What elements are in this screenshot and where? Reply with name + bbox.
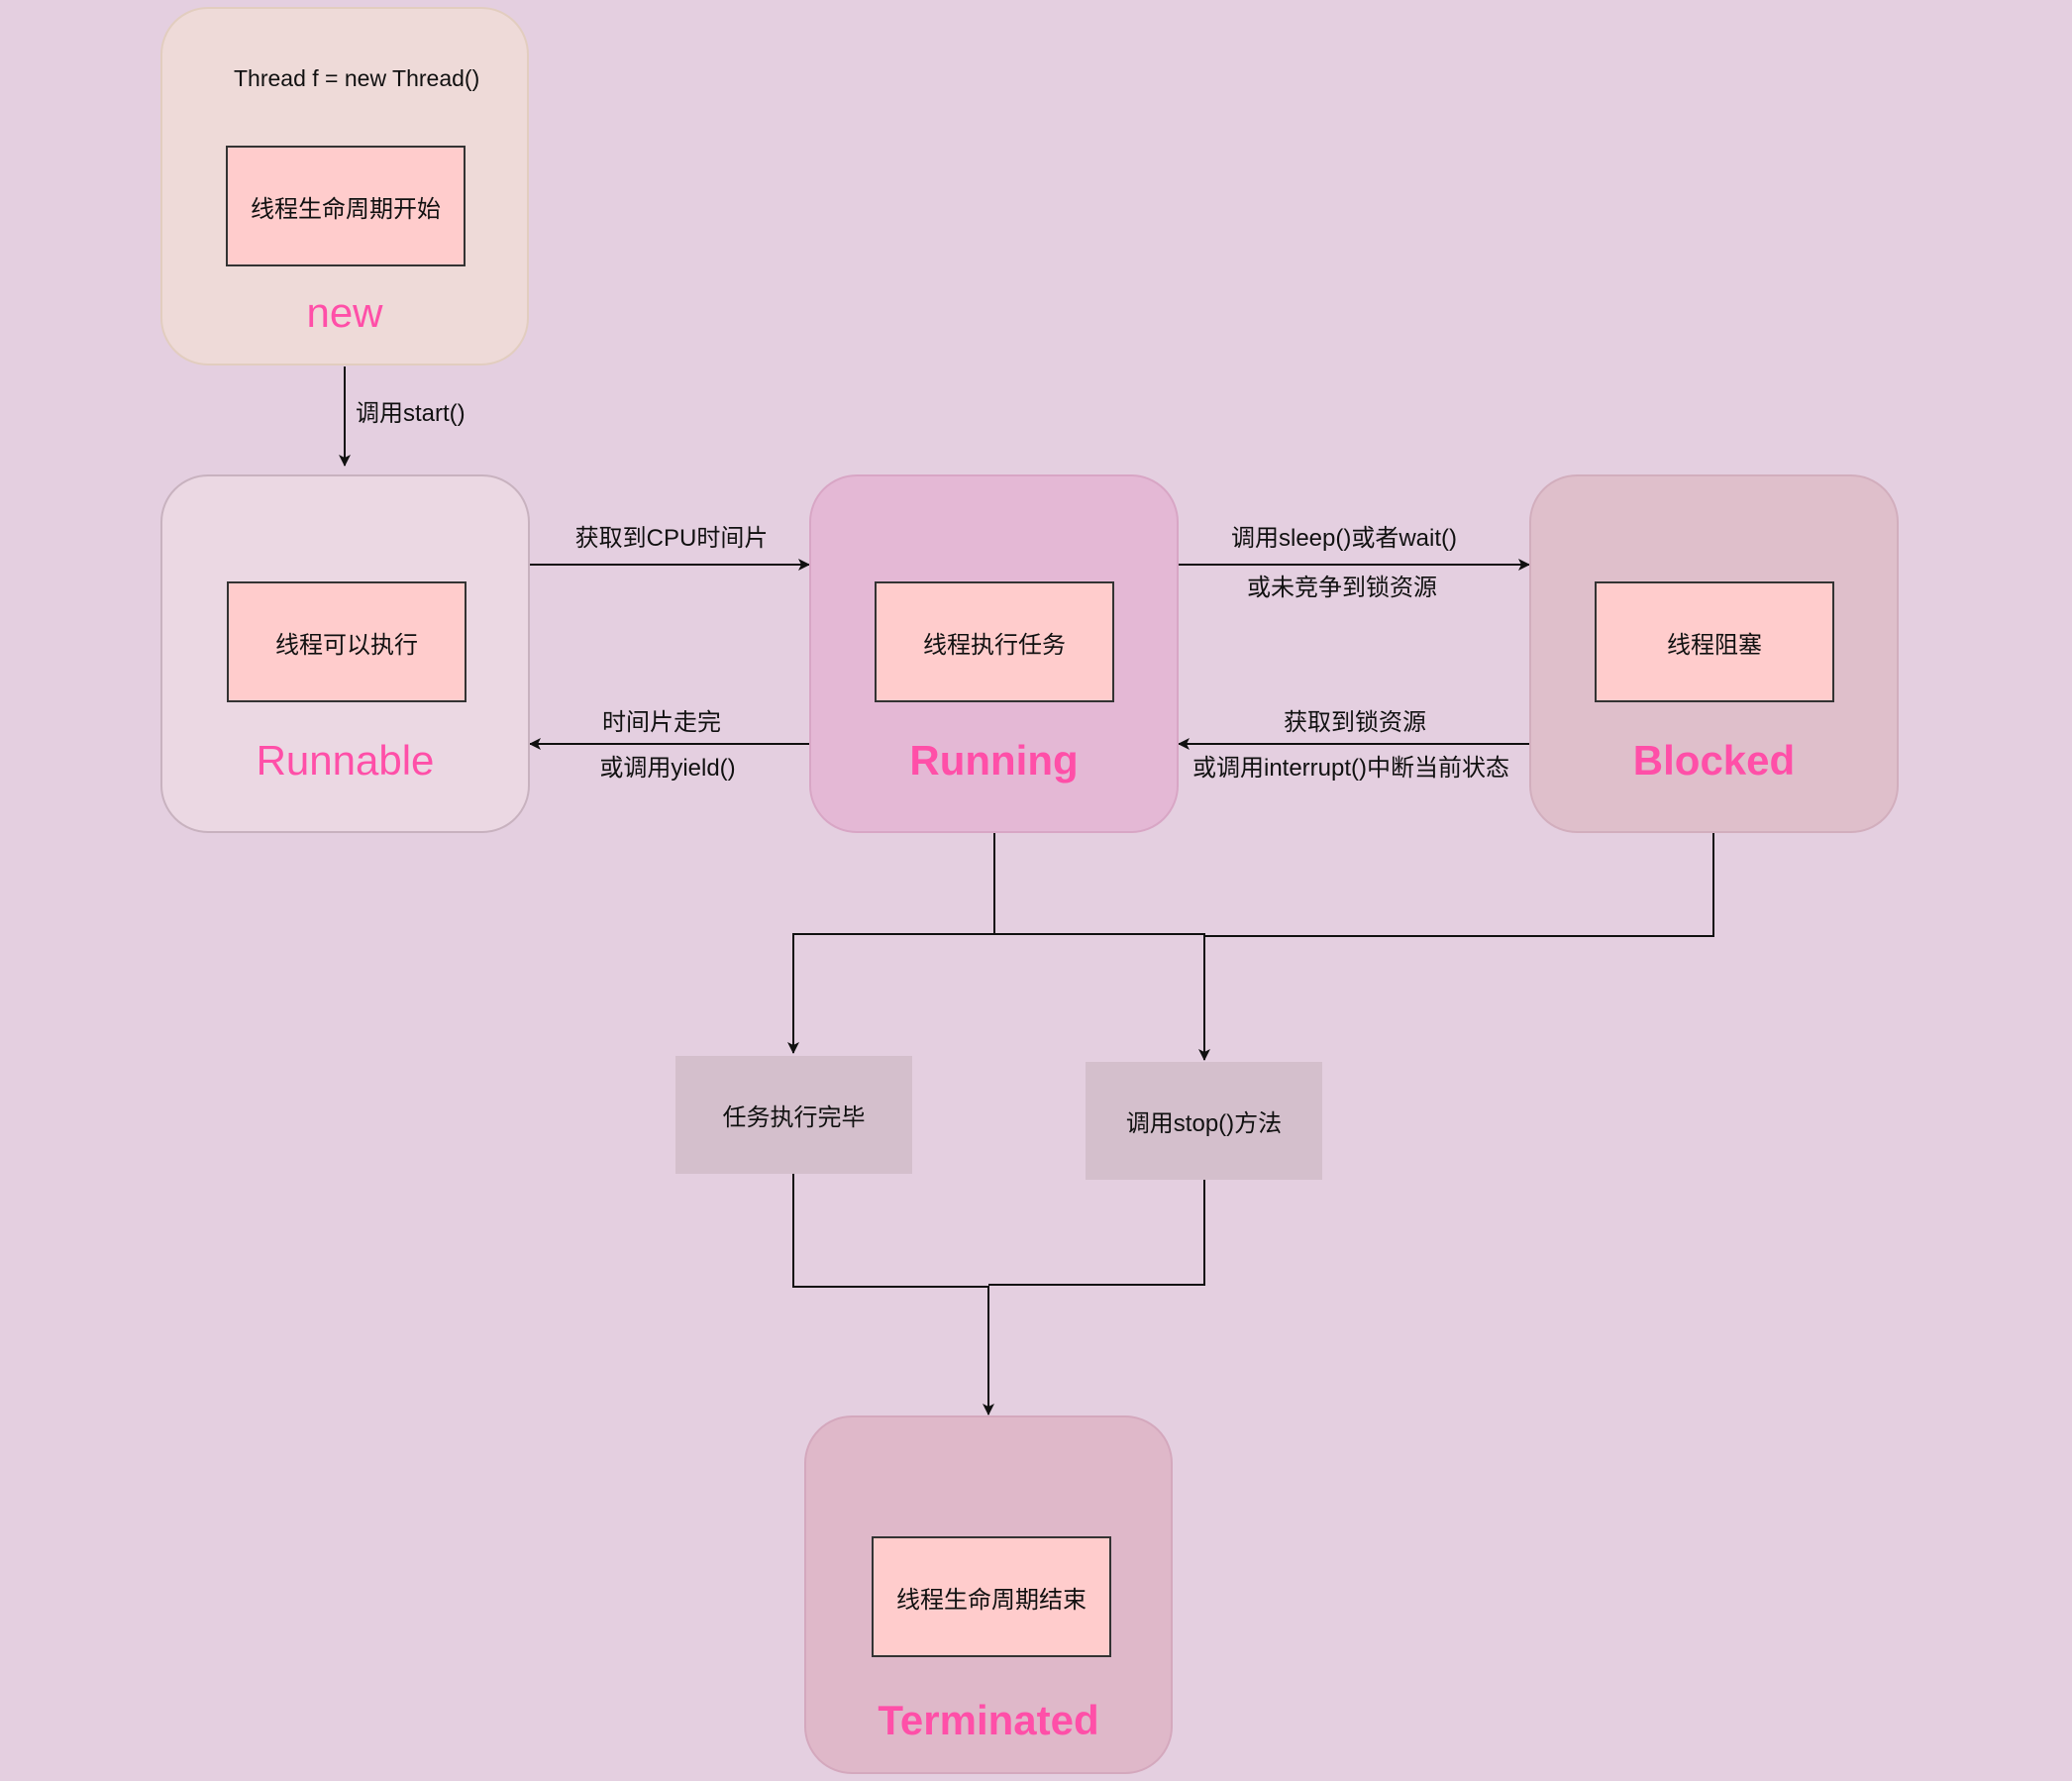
edge-task-complete-to-terminated [792, 1174, 994, 1415]
task-complete-label: 任务执行完毕 [722, 1104, 866, 1131]
terminated-state-name: Terminated [878, 1697, 1099, 1743]
state-runnable: 线程可以执行 Runnable [160, 474, 530, 833]
edge-running-to-stop [994, 933, 1210, 1061]
state-new: Thread f = new Thread() 线程生命周期开始 new [160, 7, 529, 366]
label-slice-end-line1: 时间片走完 [602, 709, 721, 736]
stop-called-box: 调用stop()方法 [1086, 1062, 1322, 1180]
new-thread-code: Thread f = new Thread() [234, 65, 480, 91]
state-terminated: 线程生命周期结束 Terminated [804, 1415, 1173, 1774]
new-state-name: new [306, 289, 383, 336]
running-description: 线程执行任务 [923, 631, 1066, 659]
state-blocked: 线程阻塞 Blocked [1529, 474, 1899, 833]
edge-blocked-to-stop [1204, 833, 1714, 937]
running-description-box: 线程执行任务 [875, 581, 1114, 702]
task-complete-box: 任务执行完毕 [675, 1056, 912, 1174]
label-slice-end-line2: 或调用yield() [599, 755, 736, 782]
edge-stop-to-terminated [988, 1180, 1205, 1286]
terminated-description: 线程生命周期结束 [896, 1586, 1087, 1614]
runnable-description: 线程可以执行 [275, 631, 418, 659]
label-start: 调用start() [356, 400, 466, 427]
blocked-description: 线程阻塞 [1667, 631, 1762, 659]
state-running: 线程执行任务 Running [809, 474, 1179, 833]
edge-running-to-task-complete [787, 833, 995, 1054]
label-to-blocked-line1: 调用sleep()或者wait() [1230, 525, 1458, 552]
label-from-blocked-line2: 或调用interrupt()中断当前状态 [1191, 755, 1510, 782]
label-from-blocked-line1: 获取到锁资源 [1284, 709, 1426, 736]
new-description: 线程生命周期开始 [251, 195, 441, 223]
new-description-box: 线程生命周期开始 [226, 146, 466, 266]
blocked-state-name: Blocked [1632, 737, 1796, 784]
runnable-description-box: 线程可以执行 [227, 581, 466, 702]
stop-called-label: 调用stop()方法 [1125, 1110, 1283, 1137]
label-to-blocked-line2: 或未竞争到锁资源 [1247, 575, 1437, 601]
label-get-cpu-slice: 获取到CPU时间片 [574, 525, 769, 552]
running-state-name: Running [909, 737, 1079, 784]
blocked-description-box: 线程阻塞 [1595, 581, 1834, 702]
terminated-description-box: 线程生命周期结束 [872, 1536, 1111, 1657]
runnable-state-name: Runnable [256, 737, 435, 784]
